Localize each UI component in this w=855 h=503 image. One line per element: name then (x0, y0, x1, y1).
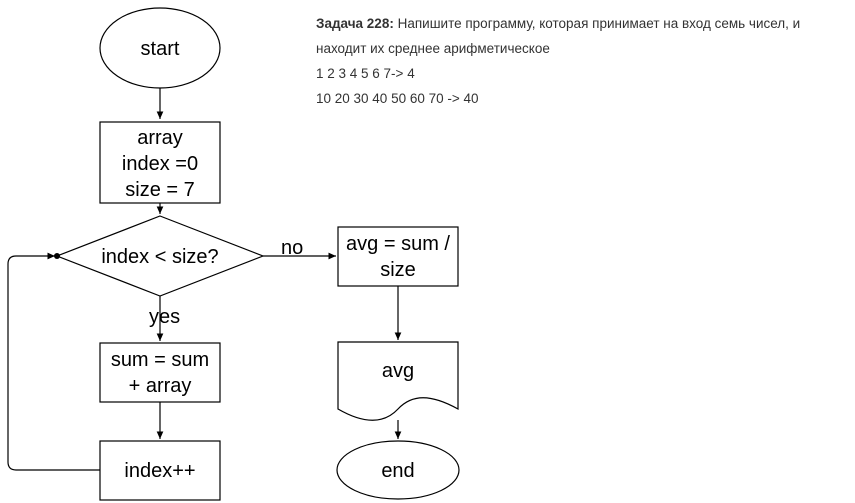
avg-process (337, 226, 459, 287)
condition-label: index < size? (101, 246, 218, 268)
output-document (337, 341, 459, 421)
init-line-array: array (137, 127, 183, 149)
end-terminal (336, 440, 460, 500)
init-process (99, 121, 221, 204)
task-title: Задача 228: (316, 16, 394, 31)
sum-process (99, 342, 221, 403)
increment-process (99, 440, 221, 501)
no-label: no (281, 237, 303, 259)
task-heading-line: Задача 228: Напишите программу, которая … (316, 11, 855, 36)
task-description: Задача 228: Напишите программу, которая … (316, 11, 855, 111)
end-label: end (381, 460, 414, 482)
sum-line-1: sum = sum (111, 349, 209, 371)
init-line-index: index =0 (122, 153, 198, 175)
increment-label: index++ (124, 460, 195, 482)
output-label: avg (382, 360, 414, 382)
start-label: start (141, 38, 180, 60)
task-example-1: 1 2 3 4 5 6 7-> 4 (316, 66, 415, 81)
avg-line-1: avg = sum / (346, 233, 450, 255)
task-example-2: 10 20 30 40 50 60 70 -> 40 (316, 91, 479, 106)
task-text-line1: Напишите программу, которая принимает на… (397, 16, 801, 31)
loop-junction-dot (54, 253, 60, 259)
yes-label: yes (149, 306, 180, 328)
edge-loop-back (7, 252, 100, 471)
sum-line-2: + array (129, 375, 192, 397)
init-line-size: size = 7 (125, 179, 194, 201)
avg-line-2: size (380, 259, 416, 281)
task-text-line2: находит их среднее арифметическое (316, 41, 550, 56)
